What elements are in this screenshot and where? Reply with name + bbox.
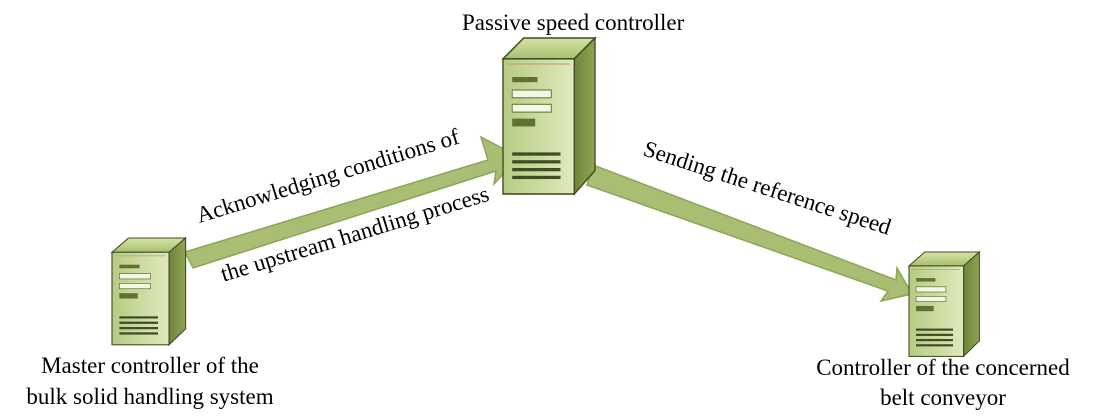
- belt-controller-label-line1: Controller of the concerned: [816, 355, 1070, 380]
- master-controller-label-line1: Master controller of the: [41, 353, 259, 378]
- passive-controller-label: Passive speed controller: [462, 10, 685, 35]
- master-controller-label-line2: bulk solid handling system: [26, 384, 274, 409]
- belt-controller-label-line2: belt conveyor: [880, 385, 1006, 410]
- belt-controller-server-icon: [908, 251, 980, 357]
- arrow-right-label: Sending the reference speed: [640, 136, 894, 240]
- arrow-right: [586, 164, 914, 303]
- passive-controller-server-icon: [502, 37, 596, 195]
- master-controller-server-icon: [111, 237, 187, 346]
